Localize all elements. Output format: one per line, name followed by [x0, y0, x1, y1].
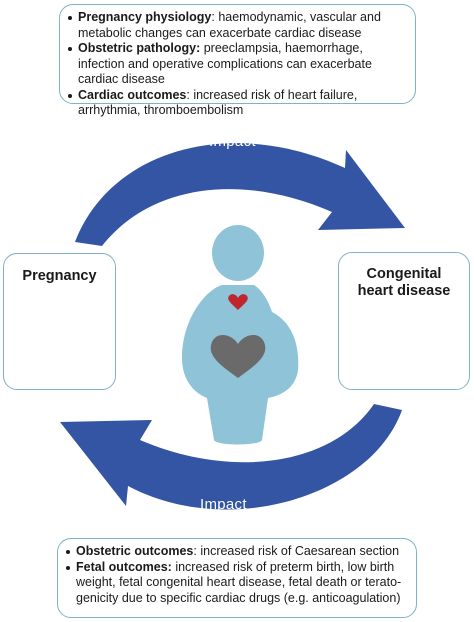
note-item-text: preeclampsia, haemorrhage, infection and…	[78, 41, 372, 86]
impact-label-top: Impact	[209, 133, 256, 150]
note-item: Obstetric outcomes: increased risk of Ca…	[66, 544, 408, 560]
pregnant-woman-figure	[182, 225, 299, 445]
note-item-text: : haemodynamic, vascular and metabolic c…	[78, 10, 381, 40]
congenital-heart-disease-label: Congenital heart disease	[357, 266, 451, 299]
note-item-text: increased risk of preterm birth, low bir…	[76, 559, 402, 605]
note-item: Obstetric pathology: preeclampsia, haemo…	[68, 41, 407, 88]
pregnancy-box: Pregnancy	[3, 253, 116, 390]
bottom-impact-arrow	[60, 404, 402, 510]
note-item-title: Cardiac outcomes	[78, 87, 187, 102]
note-item-text: : increased risk of heart failure, arrhy…	[78, 87, 358, 118]
maternal-heart-icon	[228, 294, 248, 310]
maternal-impact-box: Pregnancy physiology: haemodynamic, vasc…	[59, 4, 416, 117]
note-item-title: Fetal outcomes:	[76, 559, 172, 574]
congenital-heart-disease-title: Congenital heart disease	[339, 266, 469, 300]
figure-head	[212, 225, 264, 281]
note-item: Fetal outcomes: increased risk of preter…	[66, 560, 408, 607]
note-item-title: Obstetric pathology:	[78, 41, 201, 55]
note-item-text: : increased risk of Caesarean section	[193, 544, 400, 558]
note-item-title: Obstetric outcomes	[76, 544, 194, 558]
note-item: Pregnancy physiology: haemodynamic, vasc…	[68, 10, 407, 41]
top-impact-arrow	[75, 143, 405, 246]
pregnancy-title: Pregnancy	[22, 268, 97, 284]
note-item-title: Pregnancy physiology	[78, 10, 212, 24]
maternal-impact-list: Pregnancy physiology: haemodynamic, vasc…	[68, 10, 407, 119]
congenital-heart-disease-box: Congenital heart disease	[338, 252, 470, 390]
fetal-heart-icon	[210, 335, 266, 378]
impact-label-bottom: Impact	[200, 496, 247, 513]
fetal-impact-box: Obstetric outcomes: increased risk of Ca…	[57, 538, 417, 618]
fetal-impact-list: Obstetric outcomes: increased risk of Ca…	[66, 544, 408, 606]
note-item: Cardiac outcomes: increased risk of hear…	[68, 88, 407, 119]
